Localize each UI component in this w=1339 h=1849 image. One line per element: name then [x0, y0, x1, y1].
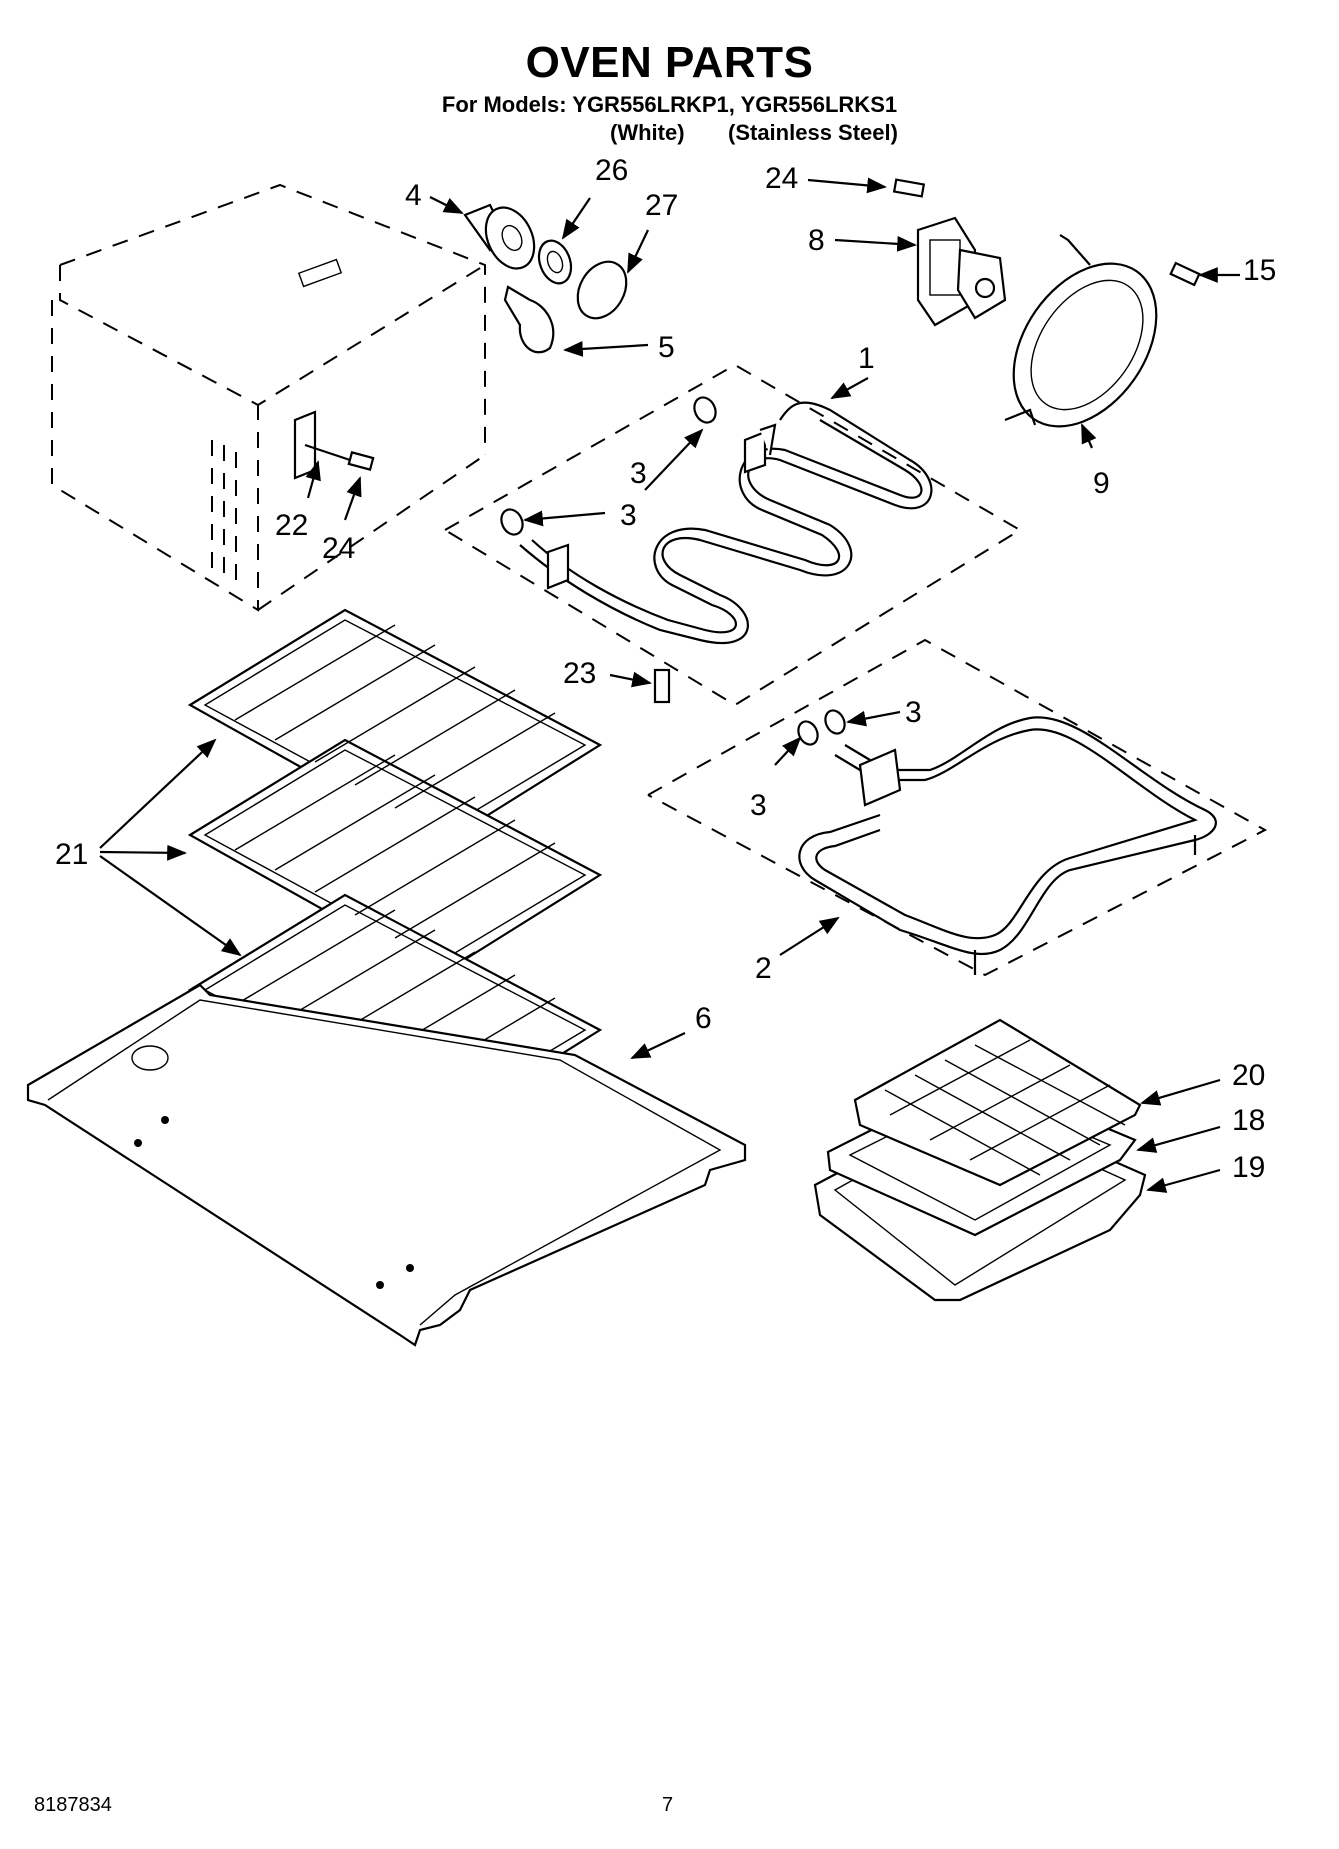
- callout-22: 22: [275, 509, 308, 542]
- models-line: For Models: YGR556LRKP1, YGR556LRKS1: [441, 92, 898, 117]
- broil-element-region: [444, 363, 1022, 707]
- callout-24-top: 24: [765, 162, 798, 195]
- page-number: 7: [662, 1794, 674, 1816]
- callout-labels: 1 2 3 3 3 3 4 5 6 8 9 15 18 19 20 21 22 …: [55, 154, 1276, 1184]
- light-socket-part: [463, 203, 536, 270]
- callout-23: 23: [563, 657, 596, 690]
- fan-cover-part: [1004, 234, 1158, 428]
- light-lens-part: [576, 260, 628, 320]
- callout-3-bake-left: 3: [750, 789, 767, 822]
- callout-9: 9: [1093, 467, 1110, 500]
- callout-1: 1: [858, 342, 875, 375]
- light-gasket-part: [537, 239, 573, 285]
- oven-bottom-part: [26, 983, 747, 1347]
- fan-screw-part: [892, 178, 1201, 287]
- convection-fan-motor-part: [916, 216, 1007, 327]
- light-bulb-part: [503, 285, 555, 354]
- bake-element-region: [647, 638, 1268, 977]
- callout-21: 21: [55, 838, 88, 871]
- callout-3-bake-right: 3: [905, 696, 922, 729]
- oven-cavity-outline: [51, 183, 486, 612]
- callout-19: 19: [1232, 1151, 1265, 1184]
- variant-white-label: (White): [610, 120, 685, 145]
- screw-part-23: [653, 668, 671, 704]
- callout-3-broil-top: 3: [620, 499, 637, 532]
- variant-stainless-label: (Stainless Steel): [728, 120, 898, 145]
- callout-24-side: 24: [322, 532, 355, 565]
- callout-2: 2: [755, 952, 772, 985]
- callout-4: 4: [405, 179, 422, 212]
- callout-27: 27: [645, 189, 678, 222]
- page-title: OVEN PARTS: [525, 38, 814, 87]
- callout-5: 5: [658, 331, 675, 364]
- callout-6: 6: [695, 1002, 712, 1035]
- rack-grid-lines: [234, 624, 556, 1094]
- broiler-grid-part: [853, 1018, 1142, 1187]
- callout-3-broil-bottom: 3: [630, 457, 647, 490]
- callout-20: 20: [1232, 1059, 1265, 1092]
- bracket-part: [293, 410, 375, 480]
- callout-26: 26: [595, 154, 628, 187]
- callout-15: 15: [1243, 254, 1276, 287]
- callout-8: 8: [808, 224, 825, 257]
- document-number: 8187834: [34, 1794, 112, 1816]
- callout-18: 18: [1232, 1104, 1265, 1137]
- callout-leader-lines: [99, 177, 1240, 1193]
